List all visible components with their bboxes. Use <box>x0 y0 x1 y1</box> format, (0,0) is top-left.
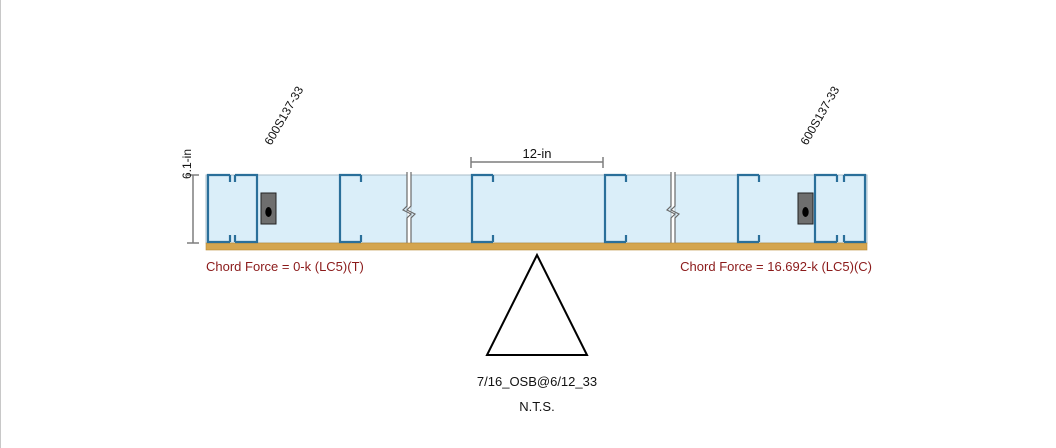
panel-segment-middle <box>410 174 672 244</box>
stud-chord-left-2 <box>233 173 259 244</box>
hold-down-left <box>260 192 277 225</box>
stud-chord-right-2 <box>842 173 867 244</box>
scale-note: N.T.S. <box>519 399 554 414</box>
sheathing-section-triangle <box>485 252 589 356</box>
stud-label-right: 600S137-33 <box>797 84 842 148</box>
stud-label-left: 600S137-33 <box>261 84 306 148</box>
chord-force-right: Chord Force = 16.692-k (LC5)(C) <box>680 259 872 274</box>
stud-chord-right-1 <box>813 173 839 244</box>
break-lines <box>401 172 681 246</box>
stud-chord-left-1 <box>206 173 232 244</box>
break-line-left <box>401 172 413 246</box>
sheathing-label: 7/16_OSB@6/12_33 <box>477 374 597 389</box>
panel-segment-right <box>674 174 868 244</box>
stud-field-2 <box>470 173 495 244</box>
spacing-dimension <box>470 157 604 168</box>
anchor-bolt-right-icon <box>802 207 809 217</box>
stud-field-3 <box>603 173 628 244</box>
break-line-right-2 <box>669 172 681 246</box>
hold-down-right <box>797 192 814 225</box>
spacing-label: 12-in <box>523 146 552 161</box>
studs <box>206 173 867 244</box>
break-line-left-2 <box>405 172 417 246</box>
wall-panel <box>205 174 868 244</box>
depth-dimension <box>187 174 199 244</box>
break-line-right <box>665 172 677 246</box>
panel-segment-left <box>205 174 408 244</box>
stud-field-4 <box>736 173 761 244</box>
chord-force-left: Chord Force = 0-k (LC5)(T) <box>206 259 364 274</box>
sheathing-strip <box>205 242 868 251</box>
anchor-bolt-left-icon <box>265 207 272 217</box>
depth-label: 6.1-in <box>180 149 194 179</box>
stud-field-1 <box>338 173 363 244</box>
